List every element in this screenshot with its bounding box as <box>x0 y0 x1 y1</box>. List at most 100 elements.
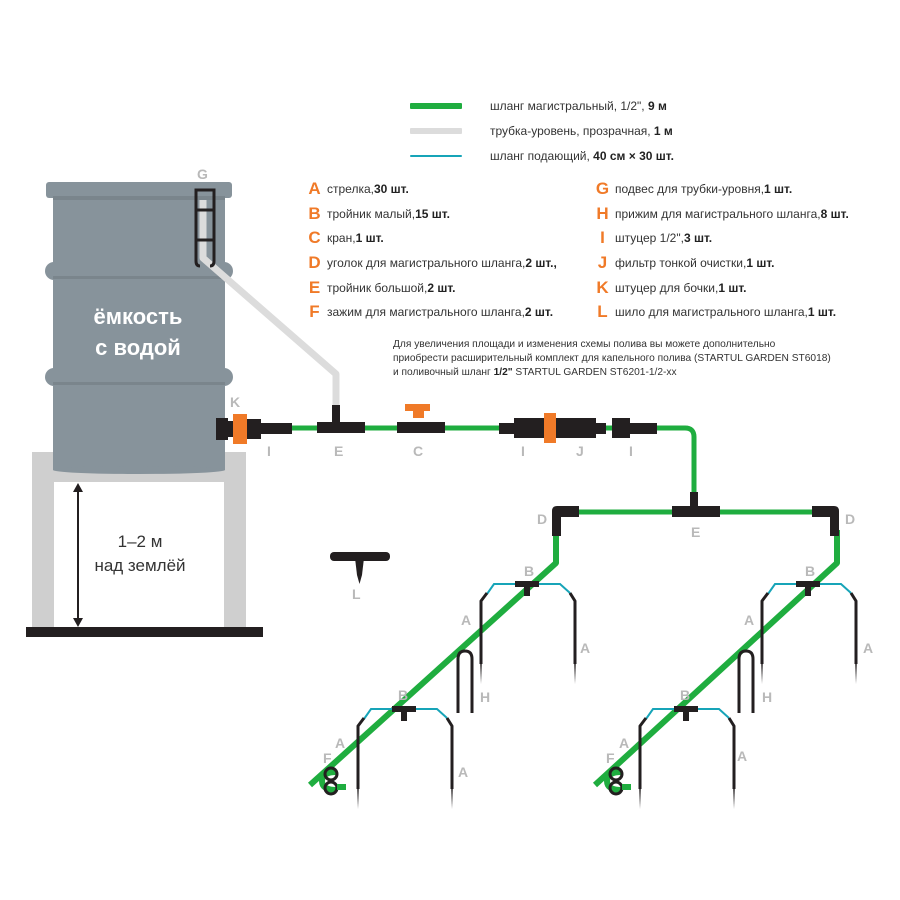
ground-line <box>26 627 263 637</box>
part-qty: 2 шт., <box>525 256 557 271</box>
label-a: A <box>619 735 630 751</box>
valve-c <box>397 404 445 433</box>
part-qty: 3 шт. <box>683 231 713 246</box>
label-j: J <box>576 443 584 459</box>
part-letter: F <box>309 302 320 322</box>
label-d: D <box>845 511 856 527</box>
legend-qty: 40 см × 30 шт. <box>593 149 674 163</box>
small-tee-b-stem <box>401 709 407 721</box>
part-name: подвес для трубки-уровня, <box>615 182 765 197</box>
label-d: D <box>537 511 548 527</box>
part-letter: K <box>596 277 609 297</box>
part-qty: 30 шт. <box>373 182 409 197</box>
part-name: зажим для магистрального шланга, <box>327 305 525 320</box>
awl-l-icon <box>330 552 390 584</box>
label-h: H <box>762 689 773 705</box>
dripper-arrow-icon <box>479 592 489 664</box>
part-letter: C <box>308 228 321 248</box>
label-a: A <box>335 735 346 751</box>
label-e: E <box>334 443 344 459</box>
legend-label: трубка-уровень, прозрачная, <box>490 124 654 138</box>
label-i: I <box>521 443 525 459</box>
part-letter: H <box>596 203 609 223</box>
dripper-arrow-icon <box>356 717 366 789</box>
label-b: B <box>680 687 691 703</box>
dripper-arrow-icon <box>445 717 454 789</box>
small-tee-b-stem <box>683 709 689 721</box>
legend-level-tube: трубка-уровень, прозрачная, 1 м <box>410 123 673 139</box>
label-a: A <box>580 640 591 656</box>
height-label: 1–2 м над землёй <box>94 532 186 575</box>
barrel-fitting-k <box>216 414 292 444</box>
small-tee-b-stem <box>524 584 530 596</box>
dripper-tip <box>356 769 360 809</box>
main-hose-swatch <box>410 103 462 109</box>
feed-hose-swatch <box>410 155 462 157</box>
part-name: шило для магистрального шланга, <box>615 305 808 320</box>
part-name: тройник малый, <box>327 206 416 221</box>
part-letter: L <box>597 302 608 322</box>
part-letter: D <box>308 253 321 273</box>
label-a: A <box>458 764 469 780</box>
label-g: G <box>197 166 208 182</box>
label-a: A <box>737 748 748 764</box>
label-b: B <box>524 563 535 579</box>
part-letter: E <box>308 277 321 297</box>
legend-qty: 1 м <box>653 124 673 138</box>
dripper-arrow-icon <box>760 592 770 664</box>
height-arrow-icon <box>73 483 83 627</box>
elbow-d-right <box>812 506 839 536</box>
small-tee-b-stem <box>805 584 811 596</box>
level-tube <box>199 200 340 405</box>
legend-main-hose: шланг магистральный, 1/2", 9 м <box>410 98 667 114</box>
dripper-arrow-icon <box>849 592 858 664</box>
label-i: I <box>629 443 633 459</box>
part-letter: B <box>308 203 321 223</box>
part-name: штуцер для бочки, <box>615 280 719 295</box>
label-h: H <box>480 689 491 705</box>
legend-label: шланг подающий, <box>490 149 594 163</box>
tee-large-e <box>317 405 365 433</box>
label-a: A <box>461 612 472 628</box>
part-name: штуцер 1/2", <box>615 231 684 246</box>
main-hose <box>260 425 840 788</box>
label-b: B <box>398 687 409 703</box>
level-tube-swatch <box>410 128 462 134</box>
part-qty: 1 шт. <box>746 256 775 271</box>
legend-label: шланг магистральный, 1/2", <box>490 99 648 113</box>
label-a: A <box>744 612 755 628</box>
part-qty: 1 шт. <box>355 231 384 246</box>
part-letter: I <box>600 228 605 248</box>
legend-feed-hose: шланг подающий, 40 см × 30 шт. <box>410 148 674 164</box>
dripper-arrow-icon <box>638 717 648 789</box>
part-name: кран, <box>327 231 356 246</box>
part-name: уголок для магистрального шланга, <box>327 256 526 271</box>
dripper-tip <box>854 644 858 684</box>
dripper-tip <box>638 769 642 809</box>
part-name: тройник большой, <box>327 280 428 295</box>
dripper-arrow-icon <box>568 592 577 664</box>
part-qty: 1 шт. <box>764 182 793 197</box>
legend-qty: 9 м <box>647 99 667 113</box>
part-letter: G <box>595 179 610 199</box>
part-qty: 1 шт. <box>718 280 747 295</box>
part-letter: A <box>308 179 321 199</box>
tee-large-e-lower <box>672 492 720 517</box>
end-clamp-f-left <box>318 766 346 796</box>
barrel-label: ёмкость с водой <box>93 304 183 360</box>
dripper-tip <box>479 644 483 684</box>
dripper-arrow-icon <box>727 717 736 789</box>
note-line: и поливочный шланг 1/2" STARTUL GARDEN S… <box>393 367 677 379</box>
